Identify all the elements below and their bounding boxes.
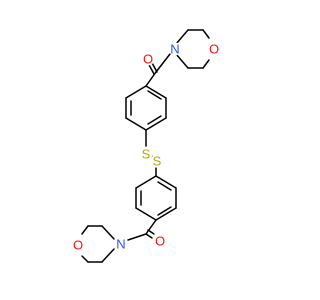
atom-labels: O N O S S O N O bbox=[71, 42, 221, 253]
bond bbox=[135, 175, 157, 189]
atom-label-background bbox=[139, 147, 153, 161]
atom-label-o-ether-bottom: O bbox=[73, 238, 83, 253]
atom-label-background bbox=[150, 154, 164, 168]
bond bbox=[81, 225, 89, 235]
bond bbox=[157, 206, 172, 216]
molecule-canvas: O N O S S O N O bbox=[71, 29, 221, 263]
atom-label-background bbox=[141, 52, 155, 66]
atom-label-background bbox=[71, 238, 85, 252]
bond bbox=[145, 233, 153, 239]
atom-label-background bbox=[168, 42, 182, 56]
atom-label-n-morpholine-bottom: N bbox=[116, 237, 125, 252]
bond bbox=[125, 85, 147, 99]
bond bbox=[145, 71, 157, 87]
atom-label-n-morpholine-top: N bbox=[170, 42, 179, 57]
bond bbox=[145, 219, 157, 235]
bond bbox=[155, 53, 171, 73]
bond bbox=[202, 59, 210, 69]
atom-label-background bbox=[153, 234, 167, 248]
bond bbox=[127, 233, 147, 241]
bond bbox=[125, 117, 147, 131]
atom-label-o-ether-top: O bbox=[209, 42, 219, 57]
bond bbox=[81, 255, 89, 263]
bond bbox=[155, 207, 177, 221]
bond bbox=[135, 207, 157, 221]
bond bbox=[202, 29, 210, 39]
bond bbox=[175, 53, 189, 69]
bond bbox=[147, 115, 162, 125]
bond bbox=[101, 248, 115, 263]
atom-label-background bbox=[114, 237, 128, 251]
atom-label-o-carbonyl-top: O bbox=[143, 52, 153, 67]
atom-label-s-lower: S bbox=[153, 154, 162, 169]
atom-label-s-upper: S bbox=[142, 147, 151, 162]
bond bbox=[147, 229, 155, 235]
bond bbox=[175, 29, 189, 45]
bond bbox=[157, 181, 172, 191]
molecule-structure: O N O S S O N O bbox=[71, 29, 221, 263]
bond bbox=[101, 225, 115, 240]
bond bbox=[145, 85, 167, 99]
bond bbox=[145, 117, 167, 131]
atom-label-o-carbonyl-bottom: O bbox=[155, 234, 165, 249]
bond bbox=[147, 90, 162, 100]
bonds bbox=[81, 29, 210, 263]
atom-label-background bbox=[207, 42, 221, 56]
bond bbox=[155, 175, 177, 189]
